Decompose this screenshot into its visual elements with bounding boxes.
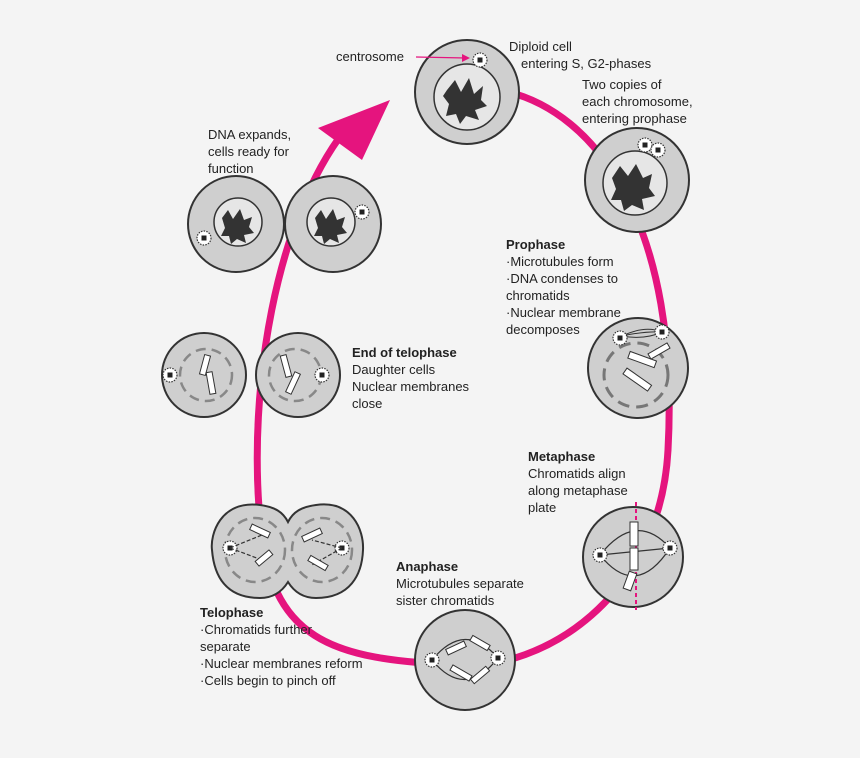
anaphase-line-2: sister chromatids bbox=[396, 593, 495, 608]
telophase-line-3: ·Nuclear membranes reform bbox=[200, 656, 363, 671]
cell-interphase-left bbox=[187, 175, 285, 273]
end-telophase-line-1: Daughter cells bbox=[352, 362, 436, 377]
prophase-title: Prophase bbox=[506, 237, 566, 252]
end-telophase-label: End of telophase Daughter cells Nuclear … bbox=[352, 344, 469, 412]
telophase-line-2: separate bbox=[200, 639, 251, 654]
cell-prophase bbox=[587, 317, 689, 419]
prophase-line-3: chromatids bbox=[506, 288, 570, 303]
prophase-line-1: ·Microtubules form bbox=[506, 254, 614, 269]
prophase-line-2: ·DNA condenses to bbox=[506, 271, 619, 286]
centrosome-pointer bbox=[415, 56, 467, 59]
metaphase-label: Metaphase Chromatids align along metapha… bbox=[528, 448, 628, 516]
metaphase-line-1: Chromatids align bbox=[528, 466, 626, 481]
end-telophase-line-3: close bbox=[352, 396, 383, 411]
dna-expands-line-1: DNA expands, bbox=[208, 127, 292, 142]
cycle-arrow-head bbox=[318, 100, 390, 160]
diploid-line-2: entering S, G2-phases bbox=[521, 56, 652, 71]
anaphase-line-1: Microtubules separate bbox=[396, 576, 524, 591]
prophase-label: Prophase ·Microtubules form ·DNA condens… bbox=[506, 236, 621, 338]
cell-telophase bbox=[210, 503, 365, 600]
metaphase-title: Metaphase bbox=[528, 449, 596, 464]
diploid-line-1: Diploid cell bbox=[509, 39, 572, 54]
two-copies-line-3: entering prophase bbox=[582, 111, 687, 126]
telophase-line-1: ·Chromatids further bbox=[200, 622, 312, 637]
dna-expands-line-3: function bbox=[208, 161, 254, 176]
prophase-line-4: ·Nuclear membrane bbox=[506, 305, 621, 320]
cell-anaphase bbox=[414, 609, 516, 711]
dna-expands-label: DNA expands, cells ready for function bbox=[208, 126, 291, 177]
diploid-label: Diploid cell entering S, G2-phases bbox=[509, 38, 651, 72]
anaphase-label: Anaphase Microtubules separate sister ch… bbox=[396, 558, 524, 609]
cell-end-telophase-left bbox=[161, 332, 247, 418]
metaphase-line-2: along metaphase bbox=[528, 483, 628, 498]
two-copies-line-1: Two copies of bbox=[582, 77, 662, 92]
telophase-label: Telophase ·Chromatids further separate ·… bbox=[200, 604, 363, 689]
cell-diploid bbox=[414, 39, 520, 145]
dna-expands-line-2: cells ready for bbox=[208, 144, 289, 159]
cell-metaphase bbox=[582, 502, 684, 610]
metaphase-line-3: plate bbox=[528, 500, 557, 515]
centrosome-label: centrosome bbox=[336, 49, 404, 64]
prophase-line-5: decomposes bbox=[506, 322, 580, 337]
telophase-title: Telophase bbox=[200, 605, 264, 620]
cell-two-copies bbox=[584, 127, 690, 233]
cell-end-telophase-right bbox=[255, 332, 341, 418]
two-copies-label: Two copies of each chromosome, entering … bbox=[582, 76, 693, 127]
end-telophase-line-2: Nuclear membranes bbox=[352, 379, 470, 394]
anaphase-title: Anaphase bbox=[396, 559, 459, 574]
end-telophase-title: End of telophase bbox=[352, 345, 457, 360]
two-copies-line-2: each chromosome, bbox=[582, 94, 693, 109]
cell-interphase-right bbox=[284, 175, 382, 273]
telophase-line-4: ·Cells begin to pinch off bbox=[200, 673, 336, 688]
